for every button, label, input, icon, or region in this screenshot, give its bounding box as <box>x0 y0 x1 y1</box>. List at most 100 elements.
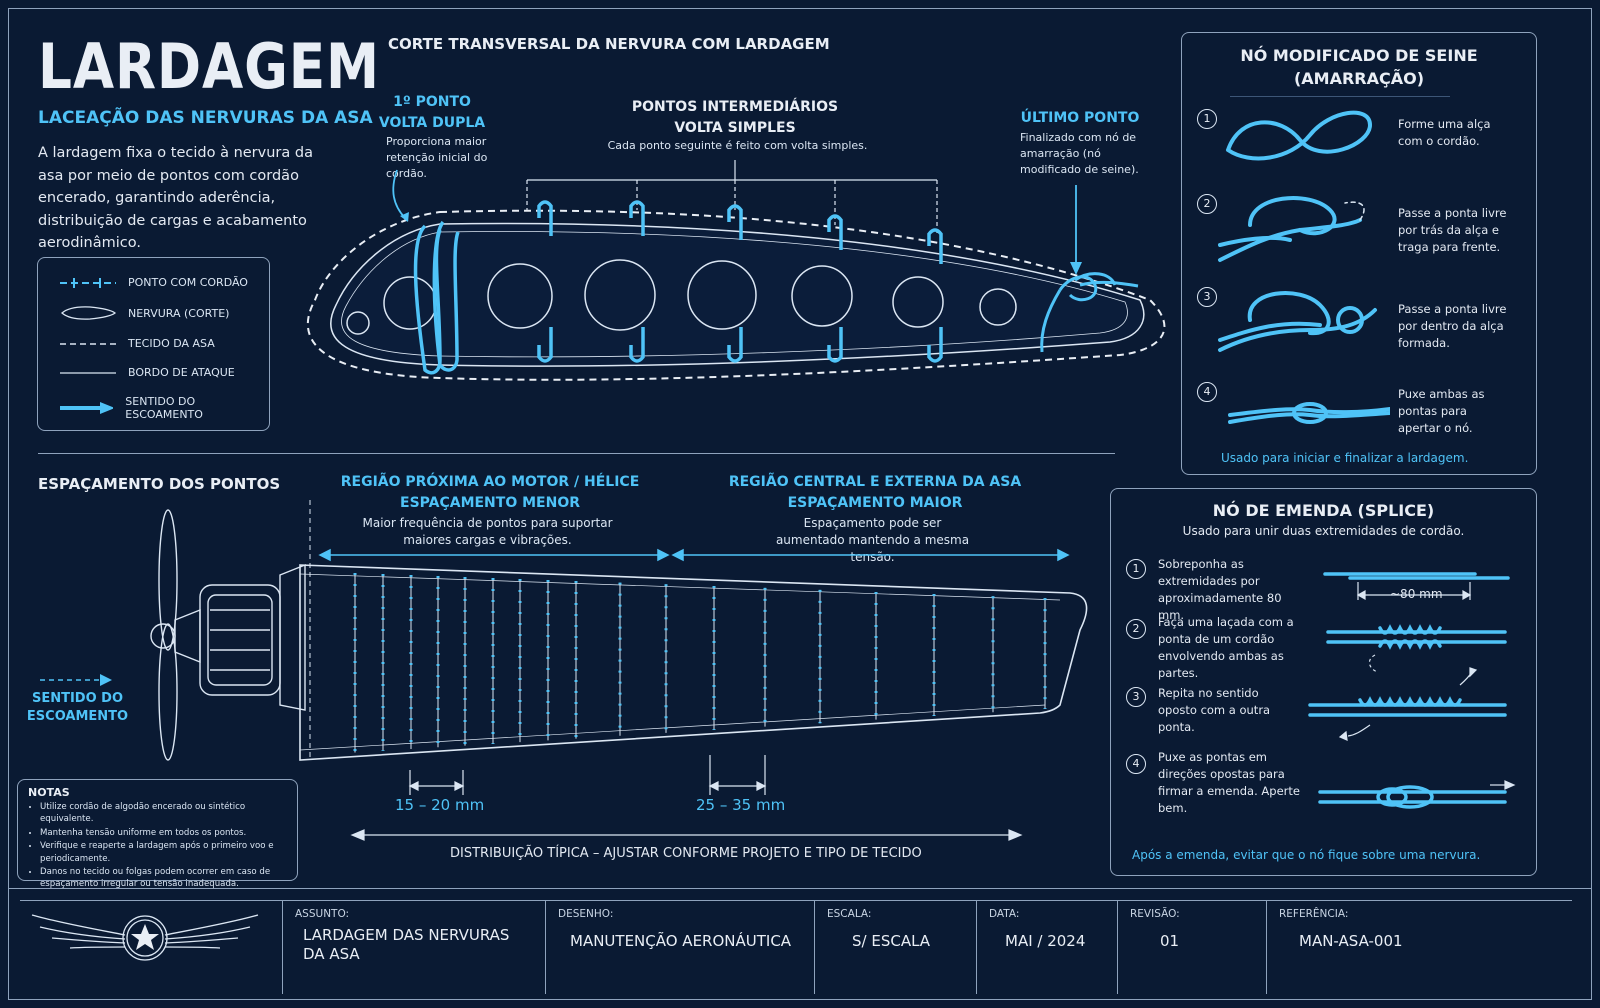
region-outer-desc: Espaçamento pode ser aumentado mantendo … <box>775 516 970 564</box>
revision-key: REVISÃO: <box>1130 908 1180 920</box>
flow-direction-line2: ESCOAMENTO <box>26 709 129 724</box>
distribution-caption: DISTRIBUIÇÃO TÍPICA – AJUSTAR CONFORME P… <box>450 846 922 861</box>
first-point-subtitle: VOLTA DUPLA <box>378 115 486 131</box>
spacing-title: ESPAÇAMENTO DOS PONTOS <box>38 475 281 493</box>
page-title: LARDAGEM <box>38 30 380 103</box>
splice-step-number: 1 <box>1126 559 1146 579</box>
note-item: Danos no tecido ou folgas podem ocorrer … <box>40 866 295 891</box>
splice-step-text: Repita no sentido oposto com a outra pon… <box>1158 686 1271 734</box>
wing-planform-drawing <box>40 500 1088 841</box>
legend-item-flow: SENTIDO DO ESCOAMENTO <box>60 395 269 421</box>
legend-label: NERVURA (CORTE) <box>128 306 230 320</box>
intro-text: A lardagem fixa o tecido à nervura da as… <box>38 145 313 251</box>
seine-step-number: 3 <box>1197 287 1217 307</box>
note-item: Verifique e reaperte a lardagem após o p… <box>40 840 295 865</box>
last-point-title: ÚLTIMO PONTO <box>1020 110 1140 126</box>
notes-box: NOTAS Utilize cordão de algodão encerado… <box>17 779 298 889</box>
rib-section-icon <box>61 306 116 320</box>
rib-cross-section-drawing <box>306 160 1166 381</box>
seine-step-text: Puxe ambas as pontas para apertar o nó. <box>1398 387 1485 435</box>
seine-step-number: 2 <box>1197 194 1217 214</box>
seine-knot-title-line1: NÓ MODIFICADO DE SEINE <box>1240 46 1478 65</box>
drawing-frame <box>8 8 1592 1000</box>
title-block-reference: REFERÊNCIA: MAN-ASA-001 <box>1266 900 1573 994</box>
stitch-clip <box>727 204 743 240</box>
drawing-value: MANUTENÇÃO AERONÁUTICA <box>570 932 792 950</box>
splice-knot-subtitle: Usado para unir duas extremidades de cor… <box>1182 524 1465 538</box>
subject-value: LARDAGEM DAS NERVURAS DA ASA <box>303 926 510 963</box>
flow-arrow-icon <box>60 402 114 414</box>
title-block-subject: ASSUNTO: LARDAGEM DAS NERVURAS DA ASA <box>282 900 545 994</box>
first-point-label: 1º PONTO VOLTA DUPLA <box>372 92 492 134</box>
mid-points-label: PONTOS INTERMEDIÁRIOS VOLTA SIMPLES <box>610 97 860 139</box>
subject-key: ASSUNTO: <box>295 908 350 920</box>
region-near-engine-desc: Maior frequência de pontos para suportar… <box>362 516 613 547</box>
stitch-clip <box>537 200 553 236</box>
title-block-date: DATA: MAI / 2024 <box>976 900 1117 994</box>
mid-points-desc: Cada ponto seguinte é feito com volta si… <box>607 139 868 152</box>
stitch-clip <box>537 327 553 363</box>
wings-star-logo-icon <box>31 914 259 961</box>
splice-footer: Após a emenda, evitar que o nó fique sob… <box>1132 848 1481 862</box>
legend-box: PONTO COM CORDÃO NERVURA (CORTE) TECIDO … <box>37 257 270 431</box>
spacing-dim-small: 15 – 20 mm <box>395 796 485 814</box>
stitch-clip <box>827 327 843 363</box>
reference-key: REFERÊNCIA: <box>1279 908 1349 920</box>
region-near-engine-subtitle: ESPAÇAMENTO MENOR <box>400 495 580 511</box>
stitch-clip <box>629 327 645 363</box>
stitch-clip <box>827 214 843 250</box>
leading-edge-line-icon <box>60 371 116 374</box>
title-block-revision: REVISÃO: 01 <box>1117 900 1266 994</box>
mid-points-title: PONTOS INTERMEDIÁRIOS <box>631 99 839 115</box>
legend-label: PONTO COM CORDÃO <box>128 276 248 289</box>
title-block-inner-border <box>20 900 1572 902</box>
title-block-top-border <box>8 888 1592 890</box>
seine-knot-box <box>1181 32 1537 475</box>
stitch-clip <box>927 228 943 264</box>
splice-knot-box <box>1110 488 1537 876</box>
seine-title-underline <box>1230 96 1450 97</box>
flow-direction-line1: SENTIDO DO <box>31 691 124 706</box>
seine-step-text: Forme uma alça com o cordão. <box>1398 117 1491 148</box>
seine-step-text: Passe a ponta livre por trás da alça e t… <box>1398 206 1507 254</box>
stitch-symbol-icon <box>60 277 116 288</box>
legend-item-leading-edge: BORDO DE ATAQUE <box>60 366 235 379</box>
notes-title: NOTAS <box>28 786 70 799</box>
date-value: MAI / 2024 <box>1005 932 1086 950</box>
splice-knot-title: NÓ DE EMENDA (SPLICE) <box>1212 501 1435 520</box>
seine-knot-title: NÓ MODIFICADO DE SEINE (AMARRAÇÃO) <box>1181 44 1537 90</box>
splice-overlap-dim: ~80 mm <box>1390 587 1443 601</box>
seine-step-number: 1 <box>1197 109 1217 129</box>
region-outer-label: REGIÃO CENTRAL E EXTERNA DA ASA ESPAÇAME… <box>700 472 1050 514</box>
note-item: Mantenha tensão uniforme em todos os pon… <box>40 827 295 839</box>
title-block-scale: ESCALA: S/ ESCALA <box>814 900 976 994</box>
legend-label: TECIDO DA ASA <box>128 337 215 350</box>
revision-value: 01 <box>1160 932 1180 950</box>
legend-label: BORDO DE ATAQUE <box>128 366 235 379</box>
legend-item-stitch: PONTO COM CORDÃO <box>60 276 248 289</box>
date-key: DATA: <box>989 908 1020 920</box>
splice-step-text: Sobreponha as extremidades por aproximad… <box>1158 557 1282 622</box>
section-divider <box>38 453 1115 454</box>
title-block-drawing: DESENHO: MANUTENÇÃO AERONÁUTICA <box>545 900 814 994</box>
mid-points-subtitle: VOLTA SIMPLES <box>674 120 796 136</box>
seine-knot-title-line2: (AMARRAÇÃO) <box>1293 69 1425 88</box>
seine-knot-steps-drawing <box>1218 110 1390 424</box>
last-point-desc: Finalizado com nó de amarração (nó modif… <box>1020 131 1139 176</box>
flow-direction-label: SENTIDO DO ESCOAMENTO <box>20 690 135 726</box>
seine-step-text: Passe a ponta livre por dentro da alça f… <box>1398 302 1507 350</box>
region-near-engine-title: REGIÃO PRÓXIMA AO MOTOR / HÉLICE <box>340 474 640 490</box>
seine-step-number: 4 <box>1197 382 1217 402</box>
drawing-key: DESENHO: <box>558 908 614 920</box>
first-point-title: 1º PONTO <box>393 94 471 110</box>
stitch-clip <box>927 327 943 363</box>
scale-value: S/ ESCALA <box>852 932 931 950</box>
page-subtitle: LACEAÇÃO DAS NERVURAS DA ASA <box>38 108 373 128</box>
note-item: Utilize cordão de algodão encerado ou si… <box>40 801 295 826</box>
stitch-clip <box>629 200 645 236</box>
region-outer-subtitle: ESPAÇAMENTO MAIOR <box>787 495 963 511</box>
region-near-engine-label: REGIÃO PRÓXIMA AO MOTOR / HÉLICE ESPAÇAM… <box>320 472 660 514</box>
legend-label: SENTIDO DO ESCOAMENTO <box>125 395 203 421</box>
splice-step-number: 4 <box>1126 754 1146 774</box>
splice-step-text: Faça uma laçada com a ponta de um cordão… <box>1158 615 1294 680</box>
